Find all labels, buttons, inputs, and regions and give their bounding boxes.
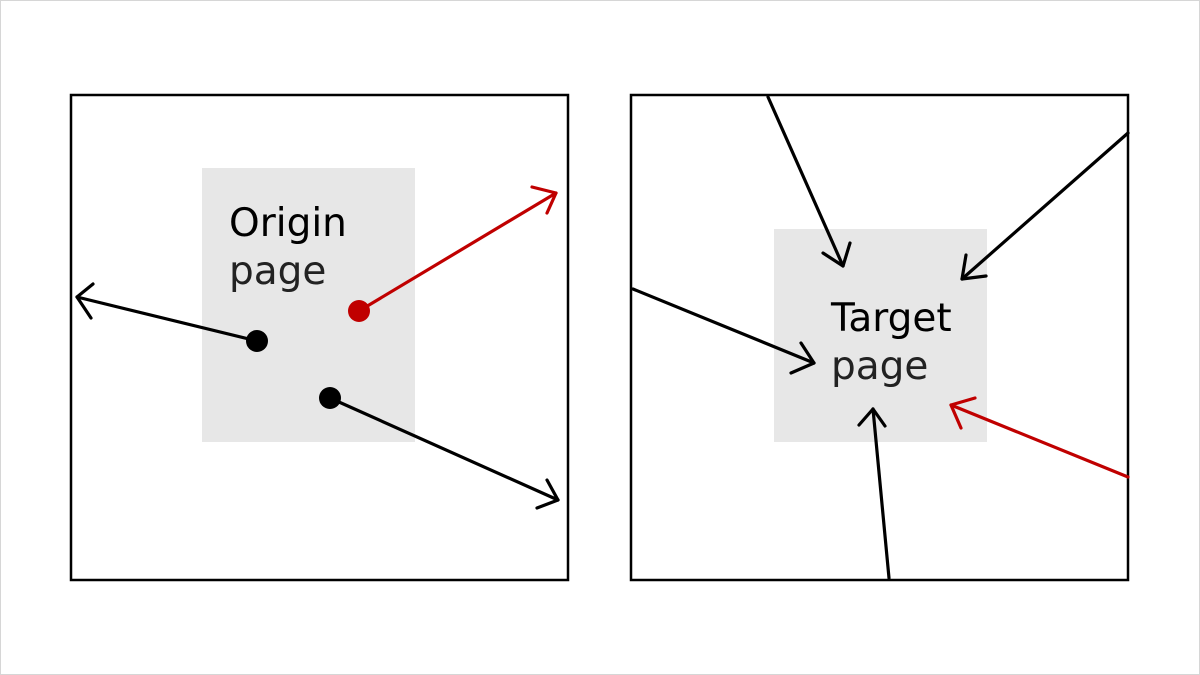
outgoing-link-left-arrowhead [75, 282, 95, 320]
incoming-link-top-arrowhead [821, 241, 852, 268]
outgoing-link-left-line [75, 295, 259, 343]
origin-page-box [202, 168, 415, 442]
target-page-subtitle: page [831, 344, 928, 389]
outgoing-link-highlight [348, 185, 558, 322]
origin-page-title: Origin [229, 201, 347, 246]
incoming-link-highlight-line [949, 403, 1130, 479]
outgoing-link-left [75, 282, 268, 352]
outgoing-link-highlight-dot [348, 300, 370, 322]
target-page-title: Target [830, 296, 952, 341]
incoming-link-left-arrowhead [789, 341, 816, 375]
outgoing-link-highlight-line [357, 191, 558, 313]
origin-page-subtitle: page [229, 249, 326, 294]
incoming-link-bottom [857, 407, 891, 580]
origin-panel: Origin page [69, 93, 570, 582]
incoming-link-top-right-arrowhead [960, 253, 988, 281]
outgoing-link-left-dot [246, 330, 268, 352]
incoming-link-left [631, 287, 816, 375]
incoming-link-highlight [949, 396, 1130, 479]
incoming-link-highlight-arrowhead [949, 396, 977, 430]
incoming-link-top-right [960, 131, 1130, 281]
incoming-link-top [766, 95, 852, 268]
outgoing-link-bottom [319, 387, 560, 510]
outgoing-link-bottom-dot [319, 387, 341, 409]
incoming-link-left-line [631, 287, 816, 365]
outgoing-link-highlight-arrowhead [530, 185, 558, 215]
target-panel: Target page [629, 93, 1130, 582]
incoming-link-bottom-arrowhead [857, 407, 887, 428]
incoming-link-top-right-line [960, 131, 1130, 281]
outgoing-link-bottom-arrowhead [535, 478, 560, 510]
incoming-link-top-line [766, 95, 845, 268]
incoming-link-bottom-line [871, 407, 891, 580]
outgoing-link-bottom-line [328, 396, 560, 502]
